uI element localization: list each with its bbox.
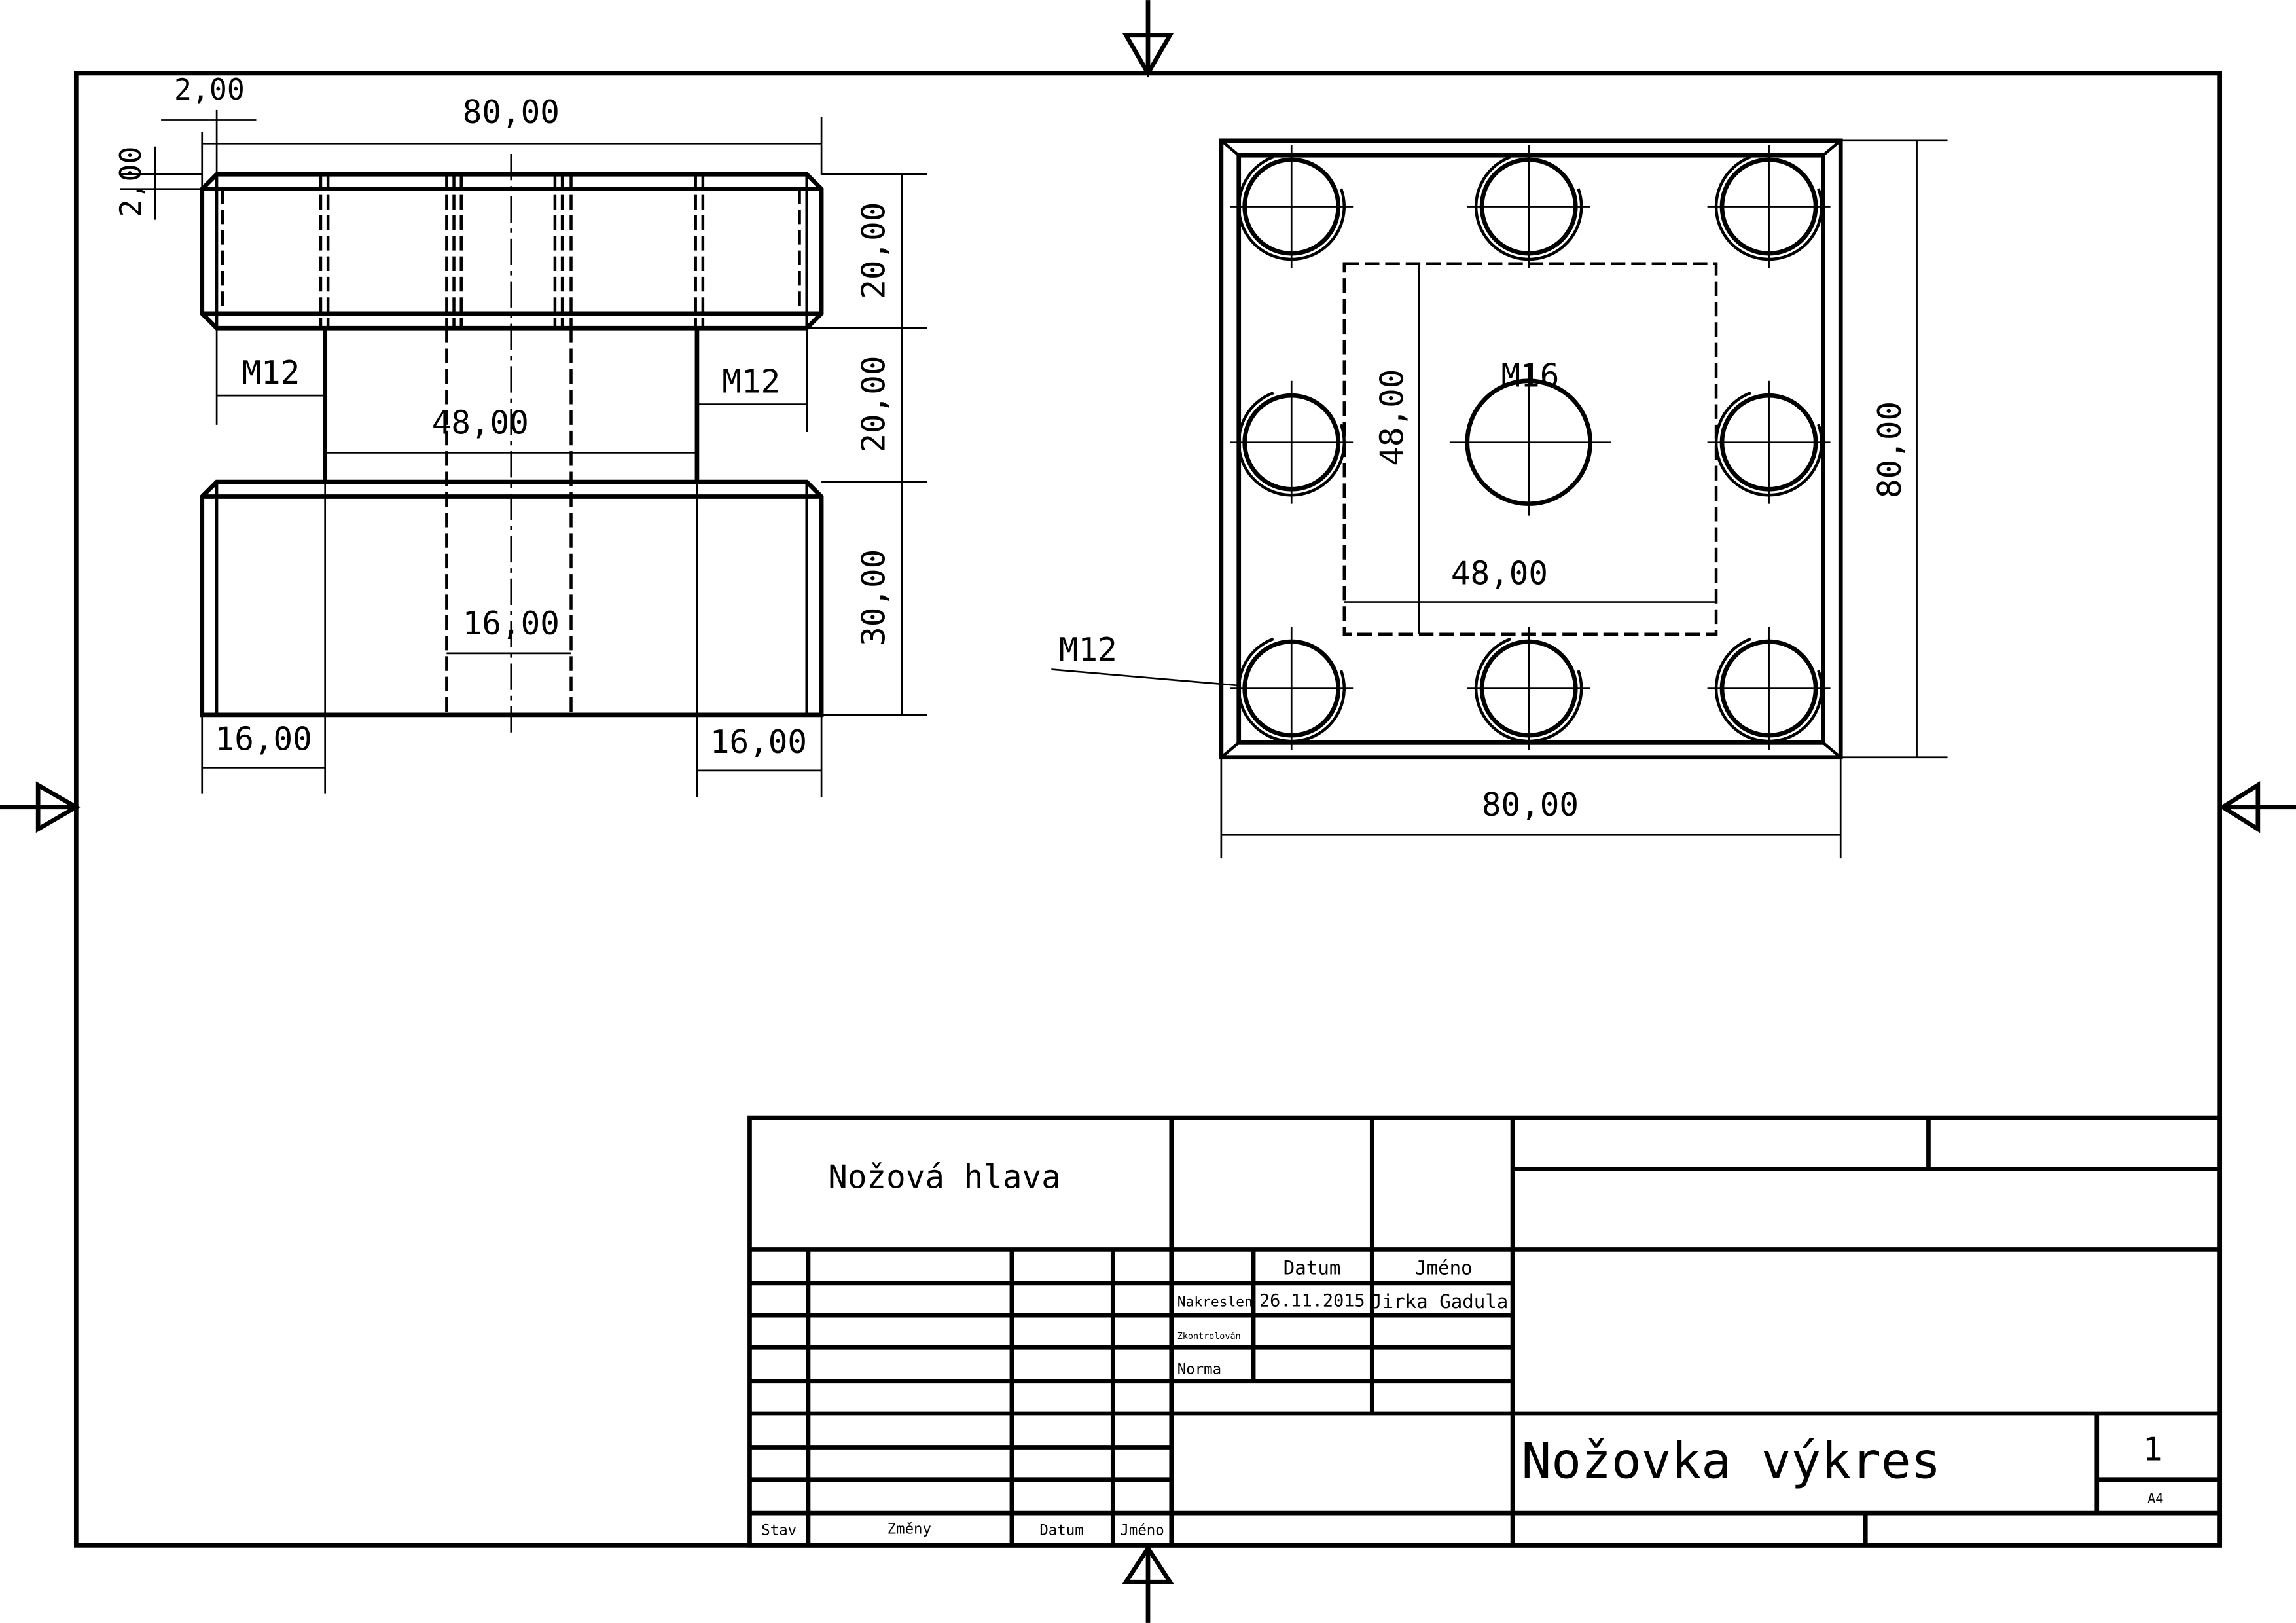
dim-width: 80,00: [463, 93, 560, 131]
dim-height-bottom: 30,00: [854, 549, 892, 646]
rev-datum: Datum: [1039, 1522, 1083, 1539]
sheet-format: A4: [2147, 1490, 2163, 1506]
rev-jmeno: Jméno: [1120, 1522, 1164, 1539]
threaded-hole: [1467, 627, 1590, 750]
dim-height-top: 20,00: [854, 202, 892, 299]
thread-label-left: M12: [242, 354, 300, 392]
dim-neck: 48,00: [432, 403, 529, 441]
rev-stav: Stav: [761, 1522, 797, 1539]
rev-zmeny: Změny: [888, 1520, 931, 1537]
dim-height-mid: 20,00: [854, 356, 892, 452]
nakreslen-date: 26.11.2015: [1259, 1291, 1365, 1311]
dim-chamfer-h: 2,00: [174, 72, 245, 107]
sheet-number: 1: [2143, 1431, 2162, 1468]
threaded-hole: [1707, 380, 1831, 504]
center-thread-label: M16: [1501, 357, 1559, 395]
threaded-hole: [1707, 627, 1831, 750]
col-datum: Datum: [1283, 1256, 1341, 1279]
threaded-hole: [1230, 380, 1354, 504]
threaded-hole: [1230, 627, 1354, 750]
dim-bore: 16,00: [463, 604, 560, 642]
title-block: Nožová hlava Datum Jméno Nakreslen 26.11…: [747, 1115, 2223, 1548]
threaded-hole: [1707, 145, 1831, 268]
part-name: Nožová hlava: [828, 1158, 1060, 1195]
dim-inner-v: 48,00: [1372, 369, 1410, 466]
front-view: 2,00 80,00 2,00 20,00 20,00 30,00 M12 M1…: [113, 72, 927, 797]
col-jmeno: Jméno: [1415, 1256, 1473, 1279]
dim-right-flange: 16,00: [710, 723, 807, 761]
dim-chamfer-v: 2,00: [113, 147, 148, 217]
hole-thread-label: M12: [1059, 630, 1117, 668]
dim-top-width: 80,00: [1482, 786, 1579, 824]
row-zkontrolovan: Zkontrolován: [1177, 1331, 1241, 1341]
row-nakreslen: Nakreslen: [1177, 1294, 1253, 1311]
thread-label-right: M12: [722, 363, 780, 401]
row-norma: Norma: [1177, 1361, 1221, 1378]
threaded-hole: [1230, 145, 1354, 268]
drawing-title: Nožovka výkres: [1521, 1431, 1941, 1489]
nakreslen-name: Jirka Gadula: [1371, 1290, 1508, 1313]
dim-inner-h: 48,00: [1451, 555, 1548, 593]
top-view: 80,00 80,00 48,00 48,00 M16 M12: [1051, 138, 1948, 859]
dim-left-flange: 16,00: [215, 720, 312, 758]
dim-top-height: 80,00: [1871, 401, 1909, 498]
threaded-hole: [1467, 145, 1590, 268]
